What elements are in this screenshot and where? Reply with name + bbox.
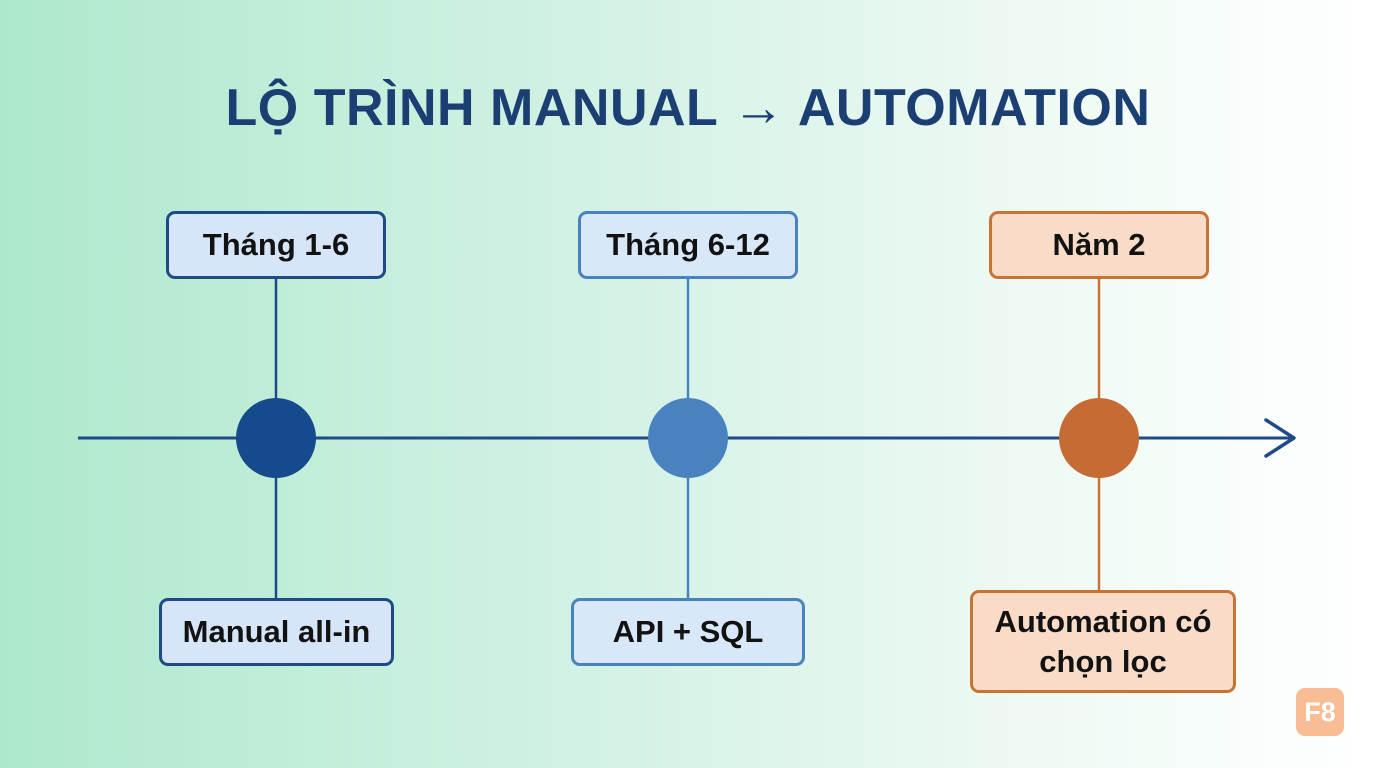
milestone-2-period-box: Tháng 6-12 [578, 211, 798, 279]
milestone-1-node [236, 398, 316, 478]
milestone-3-period-box: Năm 2 [989, 211, 1209, 279]
milestone-2-node [648, 398, 728, 478]
f8-logo-badge: F8 [1296, 688, 1344, 736]
milestone-2-description-box: API + SQL [571, 598, 805, 666]
milestone-3-description-box: Automation có chọn lọc [970, 590, 1236, 693]
timeline-arrowhead [1264, 418, 1296, 458]
milestone-1-description-box: Manual all-in [159, 598, 394, 666]
diagram-title: LỘ TRÌNH MANUAL → AUTOMATION [225, 79, 1151, 137]
milestone-3-node [1059, 398, 1139, 478]
milestone-1-period-box: Tháng 1-6 [166, 211, 386, 279]
